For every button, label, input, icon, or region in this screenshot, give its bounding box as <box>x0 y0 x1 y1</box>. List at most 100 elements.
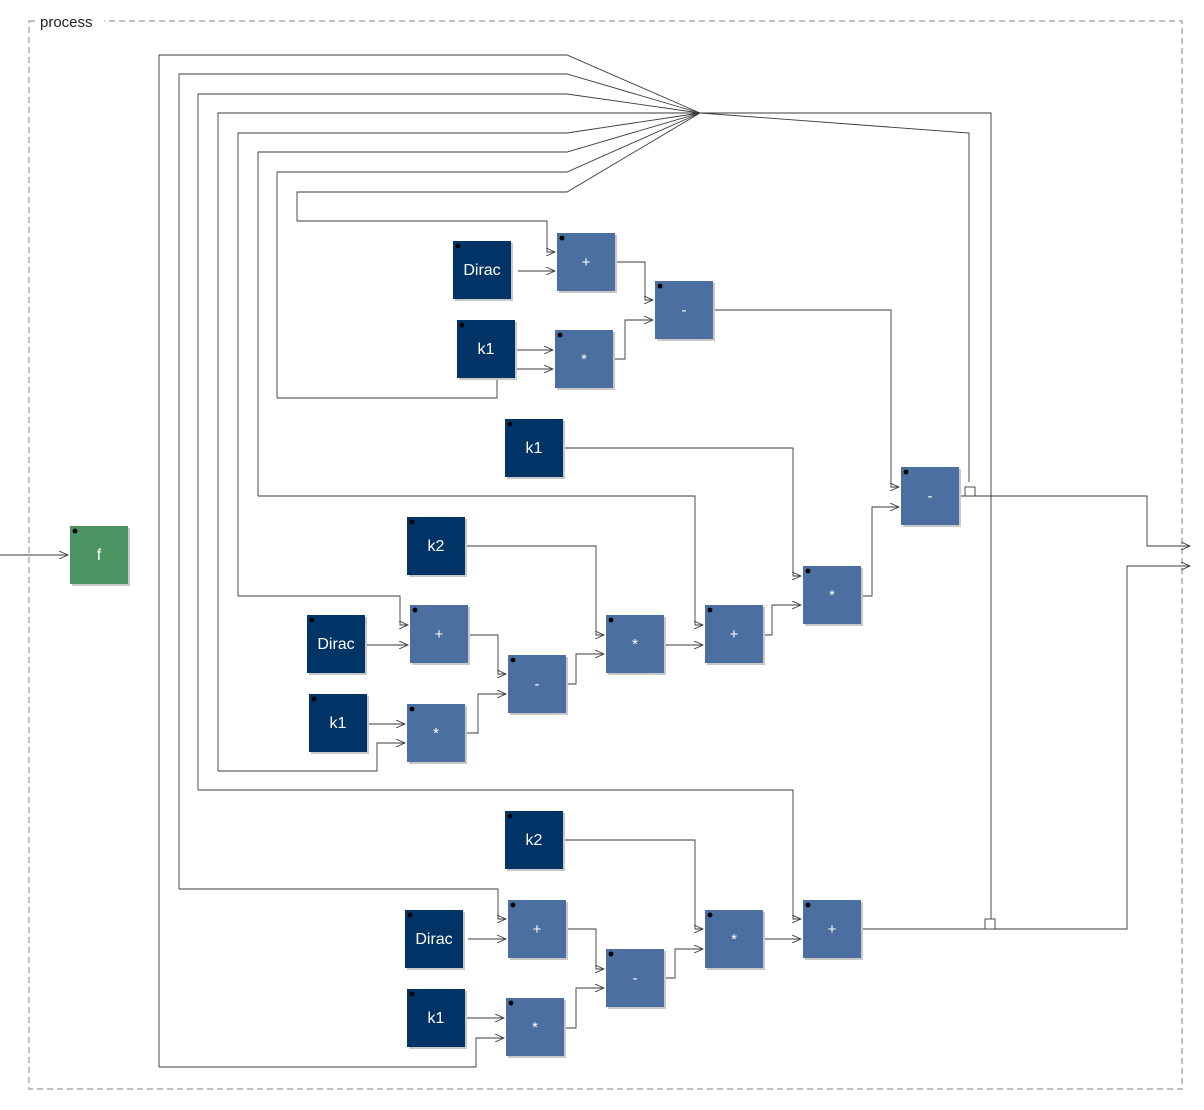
wire-crossing-bridge <box>984 918 996 930</box>
wire <box>714 309 899 487</box>
node-label: Dirac <box>415 931 452 948</box>
constant-block <box>505 419 563 477</box>
node-k1d[interactable]: k1 <box>407 989 467 1049</box>
wire <box>179 888 506 919</box>
constant-block <box>307 615 365 673</box>
node-plus3[interactable]: + <box>705 605 765 665</box>
node-corner-dot <box>657 283 663 289</box>
node-corner-dot <box>507 813 513 819</box>
operator-block <box>705 605 763 663</box>
wire <box>567 654 604 685</box>
group-label: process <box>40 14 93 31</box>
node-k1b[interactable]: k1 <box>505 419 565 479</box>
operator-block <box>705 910 763 968</box>
wire <box>764 605 801 636</box>
wire <box>469 634 506 674</box>
wire <box>178 73 701 889</box>
node-k2b[interactable]: k2 <box>505 811 565 871</box>
node-label: k1 <box>330 715 347 732</box>
node-corner-dot <box>409 991 415 997</box>
node-label: * <box>532 1019 538 1036</box>
wire <box>960 495 1190 546</box>
node-minus1[interactable]: - <box>655 281 715 341</box>
node-corner-dot <box>805 902 811 908</box>
node-minusR[interactable]: - <box>901 467 961 527</box>
node-corner-dot <box>407 912 413 918</box>
operator-block <box>606 949 664 1007</box>
constant-block <box>505 811 563 869</box>
node-corner-dot <box>409 519 415 525</box>
node-dirac2[interactable]: Dirac <box>307 615 367 675</box>
wire <box>862 566 1190 930</box>
wire <box>862 507 899 597</box>
node-plus4[interactable]: + <box>508 900 568 960</box>
node-f[interactable]: f <box>70 526 130 586</box>
wire <box>564 839 703 929</box>
node-label: * <box>581 351 587 368</box>
node-plus2[interactable]: + <box>410 605 470 665</box>
constant-block <box>309 694 367 752</box>
constant-block <box>405 910 463 968</box>
node-label: k1 <box>526 440 543 457</box>
operator-block <box>506 998 564 1056</box>
node-label: k1 <box>478 341 495 358</box>
node-label: k2 <box>428 538 445 555</box>
node-corner-dot <box>72 528 78 534</box>
node-mul1[interactable]: * <box>555 330 615 390</box>
wire-crossing-bridge <box>964 486 976 497</box>
constant-block <box>407 989 465 1047</box>
wire <box>665 949 703 979</box>
node-label: - <box>682 302 687 319</box>
wire <box>297 220 555 252</box>
node-label: * <box>433 725 439 742</box>
node-mul3[interactable]: * <box>407 704 467 764</box>
node-k1c[interactable]: k1 <box>309 694 369 754</box>
node-corner-dot <box>412 607 418 613</box>
wire <box>276 112 701 398</box>
node-corner-dot <box>309 617 315 623</box>
node-mul2[interactable]: * <box>606 615 666 675</box>
node-corner-dot <box>459 322 465 328</box>
wire <box>567 928 604 969</box>
node-label: k2 <box>526 832 543 849</box>
operator-block <box>901 467 959 525</box>
node-corner-dot <box>903 469 909 475</box>
node-k1a[interactable]: k1 <box>457 320 517 380</box>
node-minus3[interactable]: - <box>606 949 666 1009</box>
node-corner-dot <box>510 657 516 663</box>
node-dirac1[interactable]: Dirac <box>453 241 513 301</box>
nodes: fDirac+-k1*k1-k2*Dirac+*+-k1*k2Dirac+*+-… <box>70 233 961 1058</box>
wire <box>699 112 970 482</box>
node-label: - <box>535 676 540 693</box>
wire <box>198 789 801 919</box>
node-label: Dirac <box>463 262 500 279</box>
operator-block <box>803 566 861 624</box>
node-label: f <box>97 547 102 564</box>
node-dirac3[interactable]: Dirac <box>405 910 465 970</box>
node-minus2[interactable]: - <box>508 655 568 715</box>
wire <box>466 694 506 734</box>
node-plus1[interactable]: + <box>557 233 617 293</box>
wire <box>257 112 701 496</box>
function-block <box>70 526 128 584</box>
node-k2a[interactable]: k2 <box>407 517 467 577</box>
node-corner-dot <box>311 696 317 702</box>
constant-block <box>407 517 465 575</box>
wire <box>218 743 405 772</box>
wire <box>277 369 553 399</box>
node-mulR[interactable]: * <box>803 566 863 626</box>
operator-block <box>606 615 664 673</box>
node-mul5[interactable]: * <box>506 998 566 1058</box>
wires <box>0 54 1190 1068</box>
node-plusR[interactable]: + <box>803 900 863 960</box>
operator-block <box>803 900 861 958</box>
node-corner-dot <box>707 607 713 613</box>
wire <box>564 447 801 576</box>
node-label: + <box>730 626 739 643</box>
node-mul4[interactable]: * <box>705 910 765 970</box>
wire <box>466 545 604 635</box>
node-corner-dot <box>608 951 614 957</box>
wire <box>159 1038 504 1068</box>
node-corner-dot <box>507 421 513 427</box>
